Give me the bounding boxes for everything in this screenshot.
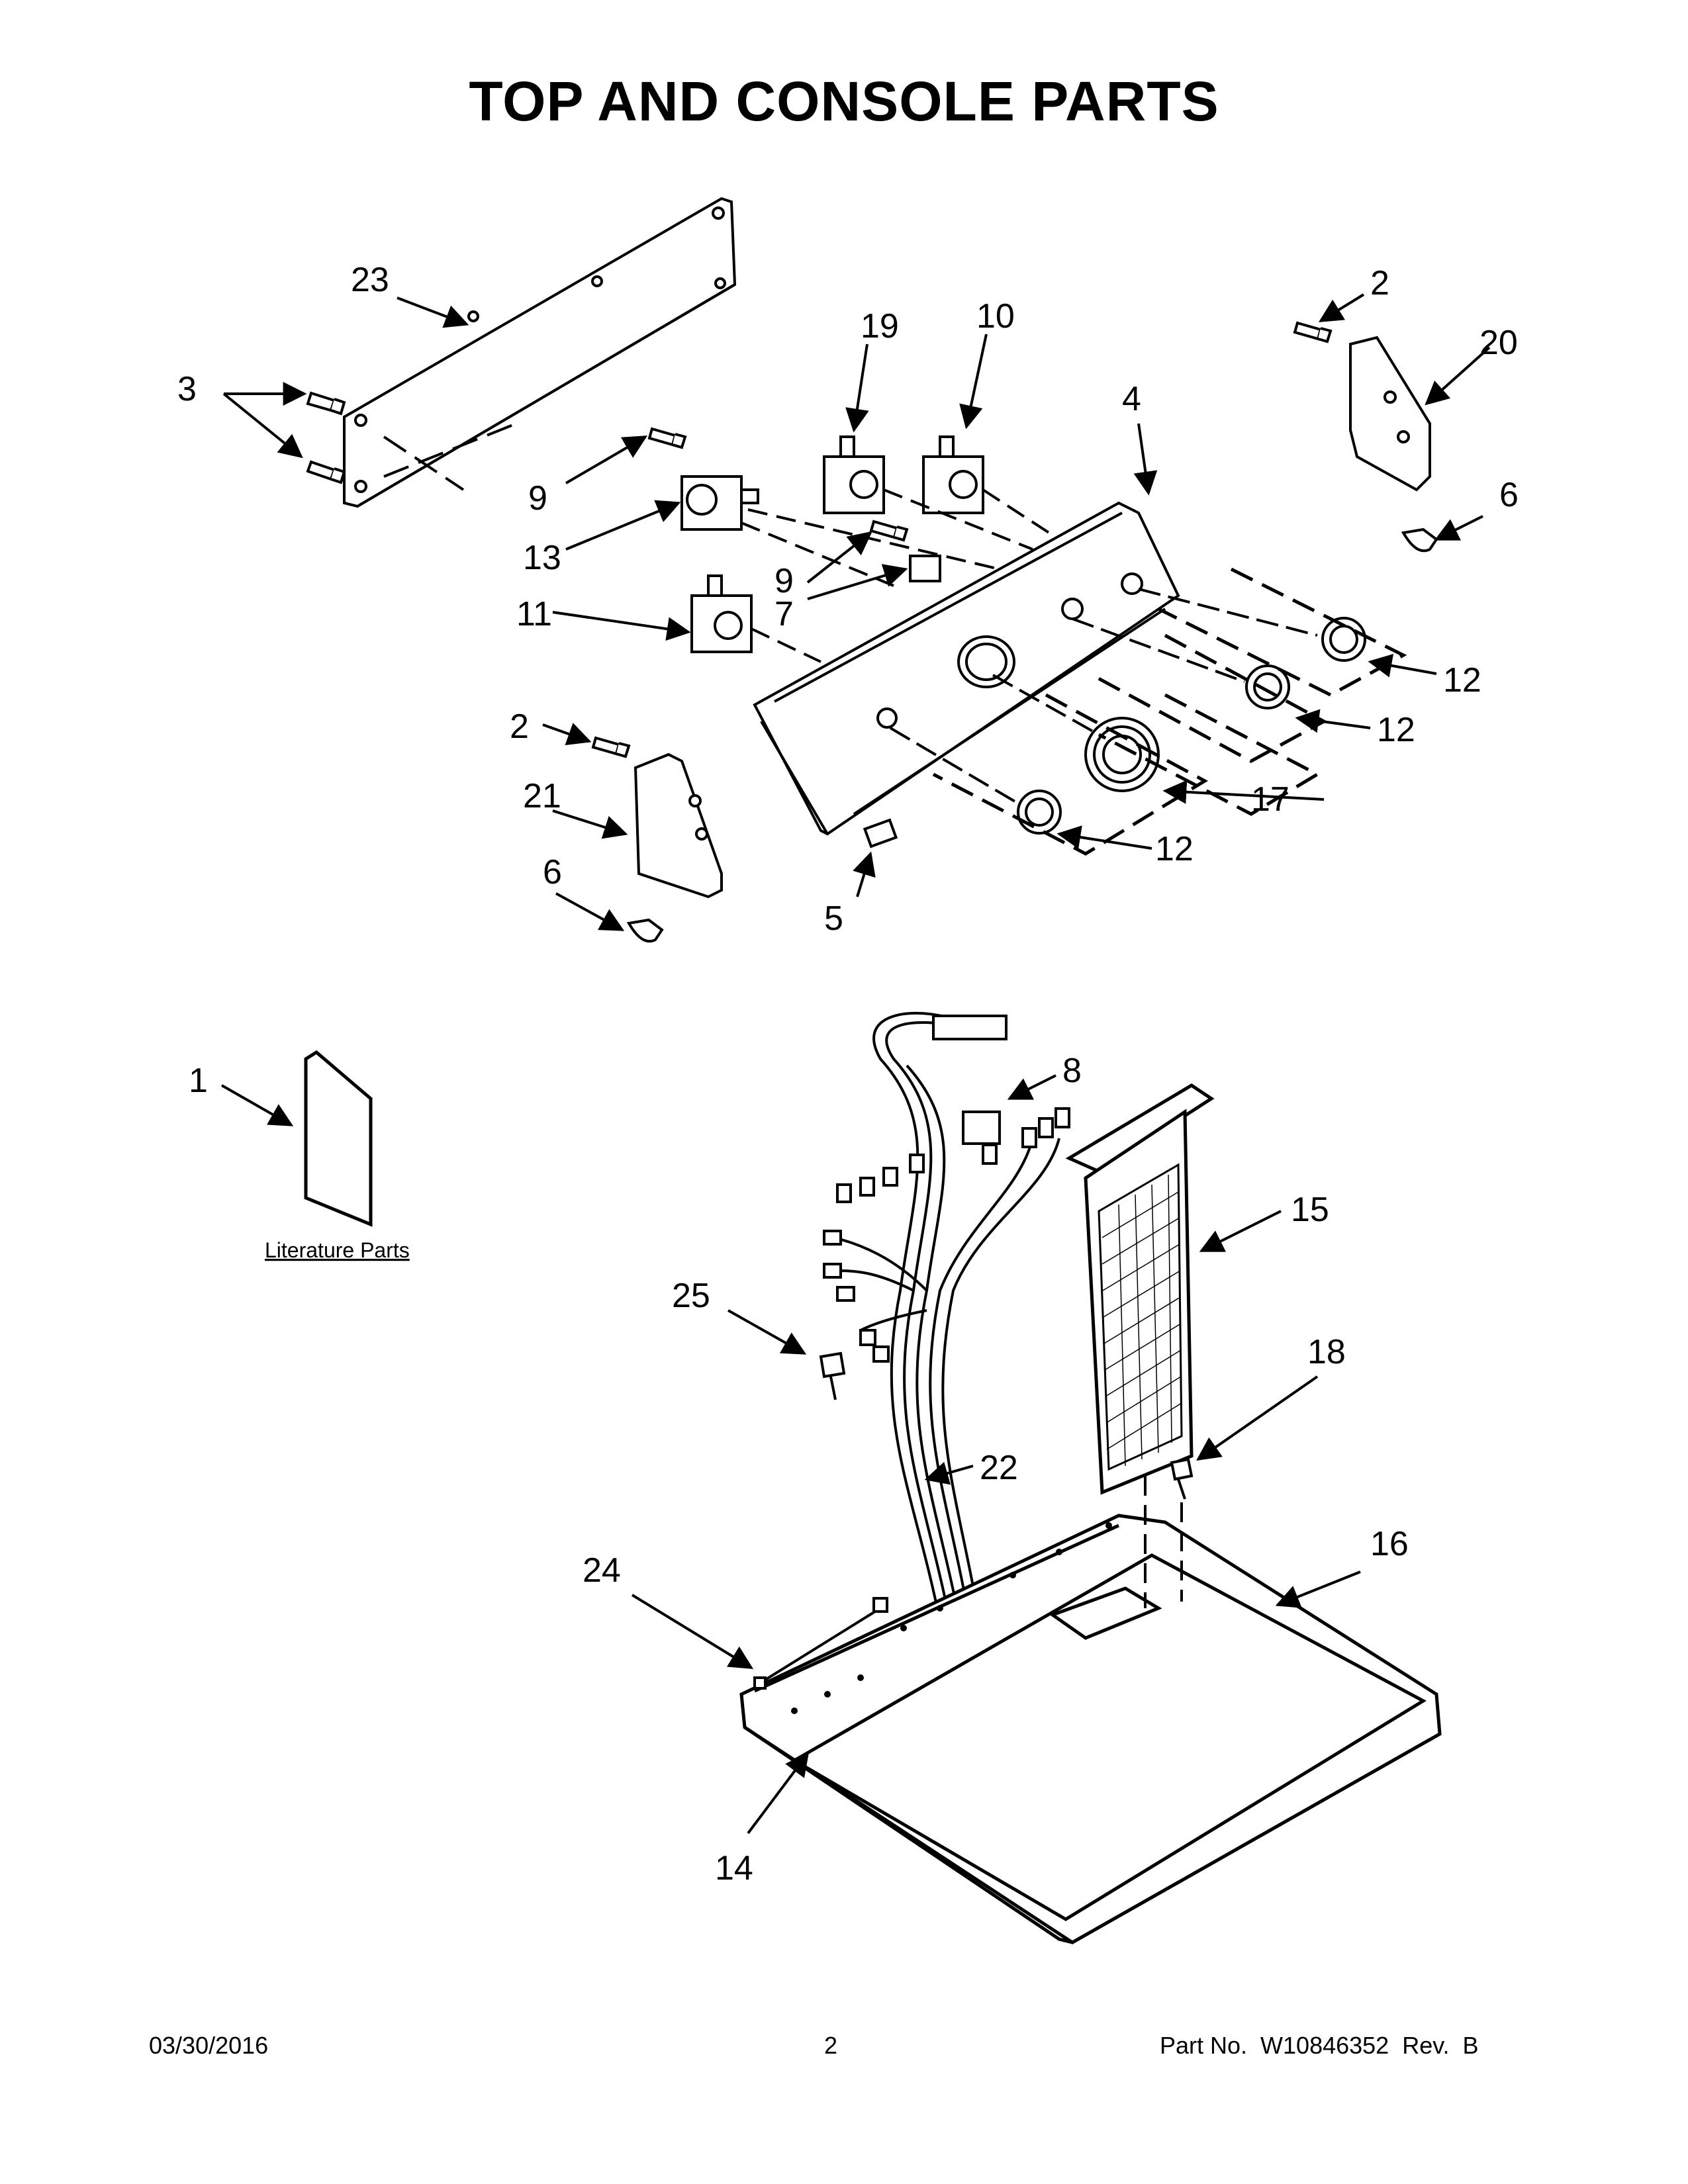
callout-12-top: 12 bbox=[1443, 661, 1481, 700]
callout-20: 20 bbox=[1479, 324, 1518, 362]
leader-arrows bbox=[221, 293, 1491, 1835]
callout-2-right: 2 bbox=[1370, 264, 1389, 302]
filter-mesh bbox=[1102, 1174, 1182, 1467]
clip-part-6-right bbox=[1401, 527, 1438, 553]
callout-22: 22 bbox=[980, 1449, 1018, 1487]
harness-connectors bbox=[823, 1015, 1070, 1363]
screw-part-2-right bbox=[1293, 321, 1333, 343]
callout-23: 23 bbox=[351, 261, 389, 299]
callout-4: 4 bbox=[1122, 380, 1141, 418]
timer-part-13 bbox=[680, 475, 759, 531]
wire-harness-part-22 bbox=[833, 1011, 1060, 1622]
screws-part-3 bbox=[306, 391, 346, 484]
callout-9-lower: 9 bbox=[774, 562, 794, 600]
callout-2-left: 2 bbox=[510, 707, 529, 746]
switch-part-11 bbox=[690, 574, 753, 653]
axis-dash-lines bbox=[889, 588, 1318, 805]
callout-24: 24 bbox=[583, 1551, 621, 1590]
page-title: TOP AND CONSOLE PARTS bbox=[469, 70, 1219, 132]
footer-part-number: Part No. W10846352 Rev. B bbox=[1160, 2032, 1479, 2059]
callout-11: 11 bbox=[516, 595, 552, 633]
clip-part-5 bbox=[863, 818, 898, 848]
console-part-4 bbox=[753, 501, 1180, 836]
switch-part-19 bbox=[823, 435, 885, 514]
callout-3: 3 bbox=[177, 370, 197, 408]
callout-14: 14 bbox=[715, 1849, 753, 1888]
callout-13: 13 bbox=[523, 539, 561, 577]
callout-21: 21 bbox=[523, 777, 561, 815]
screw-part-25 bbox=[819, 1351, 846, 1400]
callout-7: 7 bbox=[774, 595, 794, 633]
screw-part-9-lower bbox=[869, 520, 909, 542]
footer-date: 03/30/2016 bbox=[149, 2032, 269, 2059]
callout-9-upper: 9 bbox=[528, 479, 547, 518]
callout-numbers: 23 3 9 13 9 7 11 19 10 4 2 20 6 12 12 17… bbox=[177, 261, 1519, 1888]
end-cap-part-20 bbox=[1349, 336, 1431, 492]
callout-17: 17 bbox=[1251, 780, 1289, 819]
callout-10: 10 bbox=[976, 297, 1015, 336]
assembly-dash-lines bbox=[741, 488, 1060, 663]
sensor-part-24 bbox=[753, 1597, 888, 1690]
callout-12-bottom: 12 bbox=[1155, 830, 1194, 868]
switch-part-10 bbox=[922, 435, 984, 514]
screw-part-18 bbox=[1170, 1457, 1194, 1500]
screw-part-2-left bbox=[591, 736, 631, 758]
callout-12-middle: 12 bbox=[1377, 711, 1415, 749]
callout-6-left: 6 bbox=[543, 853, 562, 891]
callout-15: 15 bbox=[1291, 1191, 1329, 1229]
callout-19: 19 bbox=[861, 307, 899, 345]
end-cap-part-21 bbox=[633, 752, 723, 899]
callout-5: 5 bbox=[824, 899, 843, 938]
callout-25: 25 bbox=[672, 1277, 710, 1315]
knob-boxes bbox=[932, 567, 1407, 856]
footer-page-number: 2 bbox=[824, 2032, 838, 2059]
panel-holes bbox=[791, 1522, 1112, 1714]
literature-part-1 bbox=[304, 1050, 373, 1227]
led-part-7 bbox=[909, 555, 941, 582]
callout-8: 8 bbox=[1062, 1052, 1082, 1090]
literature-parts-label: Literature Parts bbox=[265, 1238, 410, 1262]
filter-dash-lines bbox=[1144, 1476, 1183, 1608]
clip-part-6-left bbox=[626, 918, 664, 943]
rear-panel-part-23 bbox=[343, 197, 737, 508]
callout-6-right: 6 bbox=[1499, 476, 1519, 514]
callout-18: 18 bbox=[1307, 1333, 1346, 1371]
top-panel-part-16 bbox=[739, 1514, 1442, 1944]
knob-part-17 bbox=[1084, 717, 1160, 792]
lint-filter-part-15 bbox=[1065, 1083, 1215, 1495]
screw-part-9-upper bbox=[647, 427, 687, 449]
callout-16: 16 bbox=[1370, 1525, 1409, 1563]
callout-1: 1 bbox=[189, 1062, 208, 1100]
